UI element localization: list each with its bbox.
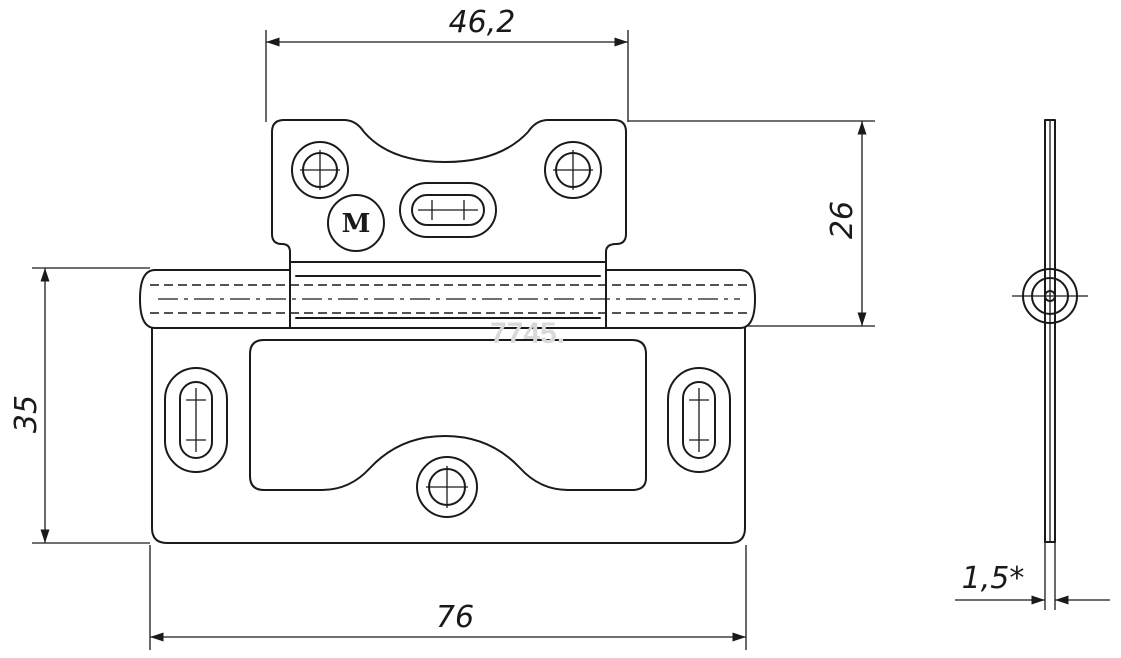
hinge-knuckle <box>139 261 756 329</box>
dim-leaf-height: 35 <box>9 267 150 544</box>
watermark-text: 7745. <box>490 317 565 350</box>
screw-hole-upper-right <box>544 141 602 199</box>
dim-label-top-width: 46,2 <box>449 5 516 40</box>
lower-leaf <box>151 327 746 544</box>
dim-label-leaf-height: 35 <box>9 395 44 433</box>
slot-hole-upper <box>399 182 497 238</box>
dim-top-width: 46,2 <box>265 5 629 122</box>
svg-text:M: M <box>342 209 371 239</box>
dim-label-upper-height: 26 <box>825 201 860 239</box>
side-view <box>1012 119 1088 543</box>
dim-upper-height: 26 <box>628 120 875 327</box>
dim-thickness: 1,5* <box>955 542 1110 610</box>
screw-hole-upper-left <box>291 141 349 199</box>
upper-leaf: M <box>271 119 627 263</box>
brand-logo: M <box>327 194 385 252</box>
slot-hole-lower-right <box>667 367 731 473</box>
slot-hole-lower-left <box>164 367 228 473</box>
dim-label-thickness: 1,5* <box>962 561 1025 596</box>
dim-label-total-width: 76 <box>436 600 474 635</box>
dim-total-width: 76 <box>149 545 747 650</box>
screw-hole-lower-center <box>416 456 478 518</box>
